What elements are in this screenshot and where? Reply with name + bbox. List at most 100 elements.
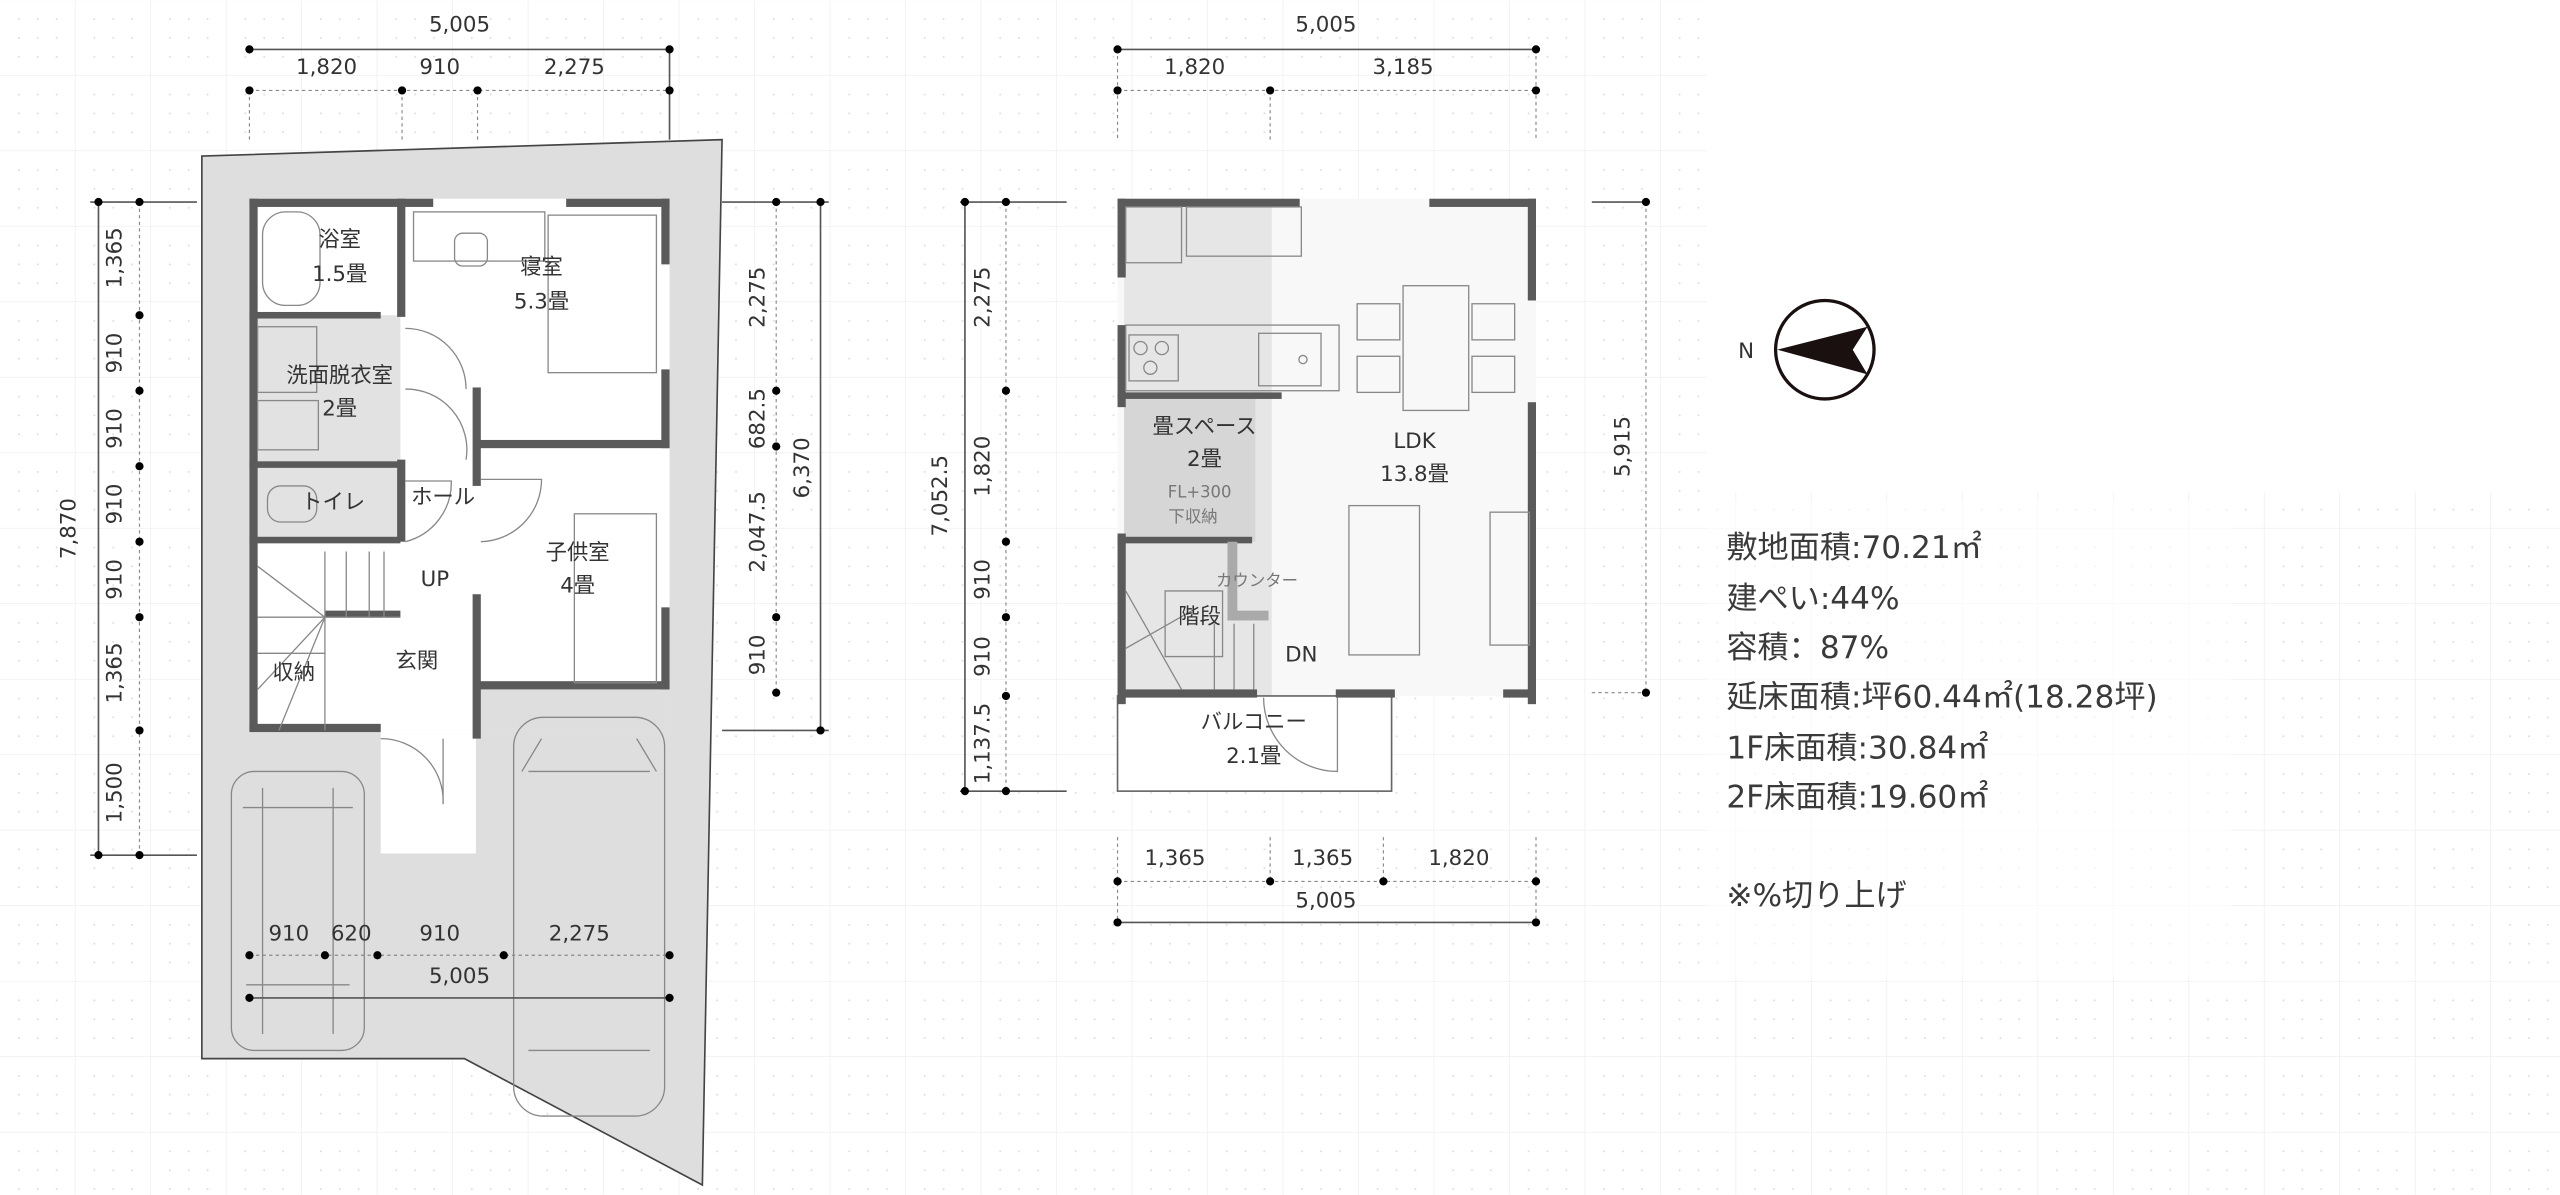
dim: 910 (102, 484, 127, 525)
toilet-fixture (266, 485, 318, 523)
summary-2f-area: 2F床面積:19.60㎡ (1726, 780, 1988, 816)
dim: 1,820 (296, 55, 357, 80)
floor2-dims-top: 5,005 1,820 3,185 (1113, 12, 1541, 140)
dim: 2,275 (746, 267, 771, 328)
dim: 2,275 (544, 55, 605, 80)
stairs-down-label: DN (1285, 643, 1317, 668)
tatami-note-fl: FL+300 (1168, 482, 1232, 501)
room-kids-size: 4畳 (560, 574, 595, 599)
room-ldk-name: LDK (1393, 429, 1436, 454)
kids-room-below (475, 687, 670, 731)
floor1-dims-top: 5,005 1,820 910 2,275 (245, 12, 674, 140)
counter-label: カウンター (1216, 571, 1298, 590)
tatami-note-storage: 下収納 (1168, 507, 1217, 526)
desk (412, 211, 546, 262)
entrance-approach (380, 730, 476, 854)
dim-total: 5,005 (1295, 889, 1356, 914)
room-bath-size: 1.5畳 (312, 262, 367, 287)
room-bedroom-name: 寝室 (520, 255, 563, 280)
floor1-dims-bottom: 910 620 910 2,275 5,005 (245, 921, 674, 1003)
dim: 1,365 (102, 227, 127, 288)
stove (1128, 334, 1179, 382)
tatami-space (1124, 397, 1256, 542)
dim: 682.5 (746, 388, 771, 449)
washbasin (256, 399, 320, 451)
kitchen-counter (1125, 324, 1340, 392)
north-arrow-icon (1777, 326, 1868, 375)
balcony-door-arc (1262, 697, 1339, 773)
dim: 910 (419, 921, 460, 946)
dim-total: 5,005 (429, 12, 490, 37)
room-washroom-name: 洗面脱衣室 (286, 364, 393, 389)
dim: 1,365 (102, 642, 127, 703)
dim: 910 (746, 635, 771, 676)
bed-bedroom (547, 214, 658, 374)
room-ldk-size: 13.8畳 (1380, 462, 1449, 487)
room-tatami-name: 畳スペース (1152, 414, 1256, 439)
floor2-walls (1117, 198, 1536, 705)
room-stairs-name: 階段 (1178, 605, 1221, 630)
floor2-dims-bottom: 1,365 1,365 1,820 5,005 (1113, 837, 1541, 927)
dim-total: 5,005 (429, 964, 490, 989)
fridge (1125, 206, 1183, 264)
dim: 2,275 (549, 921, 610, 946)
door-arcs (380, 327, 543, 805)
blank-area (1706, 0, 2560, 493)
bathtub (261, 211, 321, 307)
room-bath-name: 浴室 (318, 227, 361, 252)
dim: 1,820 (971, 436, 996, 497)
dim-total: 5,005 (1295, 12, 1356, 37)
dim-total: 5,915 (1611, 416, 1636, 477)
room-toilet-name: トイレ (301, 490, 365, 515)
floor1-walls (249, 198, 670, 739)
dim: 620 (331, 921, 372, 946)
dim: 1,820 (1164, 55, 1225, 80)
dim: 910 (102, 559, 127, 600)
dim: 2,047.5 (746, 491, 771, 572)
summary-site-area: 敷地面積:70.21㎡ (1726, 530, 1981, 566)
summary-coverage: 建ぺい:44% (1726, 581, 1899, 617)
chair (453, 232, 489, 267)
dining-table (1402, 285, 1470, 412)
dim: 910 (971, 559, 996, 600)
car-left (230, 770, 365, 1052)
area-summary: 敷地面積:70.21㎡ 建ぺい:44% 容積：87% 延床面積:坪60.44㎡(… (1706, 500, 2232, 977)
dim: 1,820 (1428, 846, 1489, 871)
dim: 910 (419, 55, 460, 80)
floor2-dims-left: 7,052.5 2,275 1,820 910 910 1,137.5 (928, 197, 1067, 796)
dim-total: 7,870 (56, 498, 81, 559)
compass-north-label: N (1738, 339, 1754, 364)
dim: 3,185 (1373, 55, 1434, 80)
dim: 910 (102, 333, 127, 374)
dim: 1,365 (1292, 846, 1353, 871)
dining-chairs (1356, 303, 1516, 394)
summary-floor-ratio: 容積：87% (1726, 630, 1889, 666)
floor1-plan: 浴室 1.5畳 寝室 5.3畳 洗面脱衣室 2畳 トイレ ホール UP 子供室 … (56, 12, 829, 1187)
north-compass: N (1738, 298, 1876, 401)
sink (1258, 332, 1322, 387)
summary-total-floor-area: 延床面積:坪60.44㎡(18.28坪) (1726, 679, 2157, 715)
dim: 910 (971, 636, 996, 677)
dim: 1,500 (102, 762, 127, 823)
washing-machine (256, 326, 318, 394)
floor2-plan: 畳スペース 2畳 FL+300 下収納 LDK 13.8畳 カウンター 階段 D… (928, 12, 1651, 927)
room-kids-name: 子供室 (546, 541, 610, 566)
floor1-dims-right: 2,275 682.5 2,047.5 910 6,370 (722, 197, 829, 735)
washroom-floor (249, 315, 401, 542)
floor2-dims-right: 5,915 (1591, 197, 1651, 697)
car-right (512, 716, 666, 1117)
dim: 2,275 (971, 267, 996, 328)
stairs-2f (1125, 590, 1255, 690)
dim-total: 6,370 (790, 437, 815, 498)
room-balcony-name: バルコニー (1201, 710, 1307, 735)
room-tatami-size: 2畳 (1187, 447, 1222, 472)
bed-kids (573, 513, 658, 684)
stairs-1f (257, 551, 401, 731)
room-entrance-name: 玄関 (395, 649, 438, 674)
room-storage-name: 収納 (272, 661, 315, 686)
summary-1f-area: 1F床面積:30.84㎡ (1726, 730, 1988, 766)
balcony (1116, 695, 1393, 792)
stairs-up-label: UP (421, 567, 450, 592)
dim: 1,365 (1144, 846, 1205, 871)
